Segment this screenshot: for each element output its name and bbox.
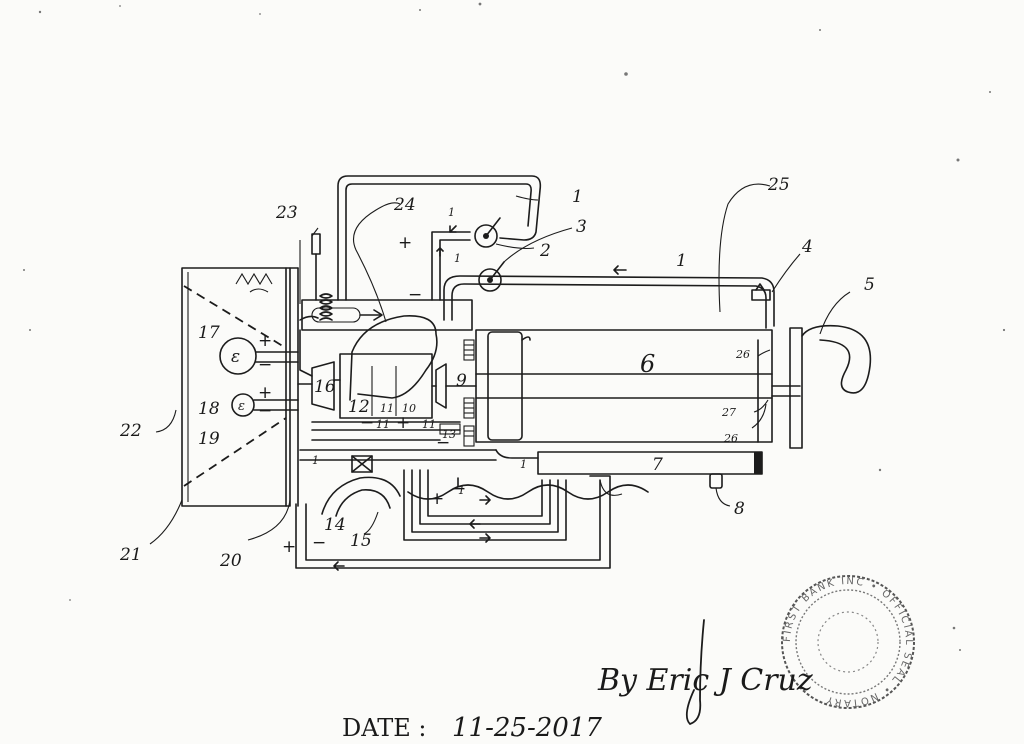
callout-14: 14 xyxy=(324,515,346,535)
component-16 xyxy=(297,361,341,411)
reference-numerals: 1 1 1 1 1 1 1 2 3 4 5 6 7 8 9 10 11 11 1… xyxy=(119,175,875,571)
plus-sign: + xyxy=(258,331,272,351)
reservoir-7 xyxy=(537,451,763,475)
signature: By Eric J Cruz xyxy=(597,663,813,698)
callout-20: 20 xyxy=(219,551,242,571)
exhaust-5 xyxy=(771,324,872,449)
valve-3 xyxy=(478,261,505,292)
plus-sign: + xyxy=(396,413,410,433)
component-13 xyxy=(439,423,461,435)
component-23 xyxy=(299,233,321,304)
callout-5: 5 xyxy=(864,275,875,295)
callout-1: 1 xyxy=(520,458,527,471)
callout-1: 1 xyxy=(454,252,461,265)
date-value: 11-25-2017 xyxy=(452,713,602,743)
callout-27: 27 xyxy=(721,406,736,419)
callout-25: 25 xyxy=(767,175,790,195)
flow-arrows xyxy=(333,225,627,571)
battery-17-symbol: ε xyxy=(231,347,240,367)
callout-11: 11 xyxy=(422,418,436,431)
callout-22: 22 xyxy=(119,421,142,441)
date-label: DATE : xyxy=(342,714,427,742)
component-4 xyxy=(751,283,771,301)
polarity-marks: + − + − + − − + − + − + − xyxy=(258,233,466,557)
minus-sign: − xyxy=(436,433,450,453)
callout-11: 11 xyxy=(380,402,394,415)
callout-1: 1 xyxy=(458,484,465,497)
callout-12: 12 xyxy=(348,397,370,417)
minus-sign: − xyxy=(258,401,272,421)
callout-16: 16 xyxy=(314,377,336,397)
callout-1: 1 xyxy=(448,206,455,219)
callout-15: 15 xyxy=(350,531,372,551)
coolant-loop-1 xyxy=(337,175,775,329)
callout-3: 3 xyxy=(576,217,587,237)
drain-8 xyxy=(709,473,723,489)
callout-13: 13 xyxy=(442,428,456,441)
lower-wiring xyxy=(295,421,649,569)
callout-21: 21 xyxy=(119,545,142,565)
minus-sign: − xyxy=(312,533,326,553)
callout-1: 1 xyxy=(312,454,319,467)
callout-4: 4 xyxy=(801,237,813,257)
callout-18: 18 xyxy=(198,399,220,419)
battery-18: ε xyxy=(231,393,299,417)
engine-block xyxy=(339,315,438,419)
callout-23: 23 xyxy=(275,203,298,223)
component-15 xyxy=(321,476,401,517)
intake-chamber xyxy=(301,299,473,331)
valve-2 xyxy=(474,217,501,248)
main-tank-6 xyxy=(475,329,773,443)
housing-22 xyxy=(181,267,299,507)
callout-19: 19 xyxy=(198,429,220,449)
callout-10: 10 xyxy=(402,402,416,415)
callout-8: 8 xyxy=(734,499,745,519)
plus-sign: + xyxy=(398,233,412,253)
battery-18-symbol: ε xyxy=(238,399,245,414)
plus-sign: + xyxy=(282,537,296,557)
component-9 xyxy=(431,363,477,409)
callout-1: 1 xyxy=(676,251,687,271)
callout-6: 6 xyxy=(640,350,655,378)
coil xyxy=(299,293,333,377)
battery-17: ε xyxy=(219,337,299,375)
callout-1: 1 xyxy=(572,187,583,207)
callout-26: 26 xyxy=(735,348,750,361)
callout-2: 2 xyxy=(539,241,551,261)
signature-block: By Eric J Cruz xyxy=(597,619,813,725)
minus-sign: − xyxy=(408,285,422,305)
date-block: DATE : 11-25-2017 xyxy=(342,713,602,743)
leader-lines xyxy=(149,183,851,545)
plus-sign: + xyxy=(430,489,444,509)
minus-sign: − xyxy=(258,355,272,375)
minus-sign: − xyxy=(360,413,374,433)
callout-17: 17 xyxy=(198,323,220,343)
scan-noise xyxy=(23,2,1006,651)
callout-26: 26 xyxy=(723,432,738,445)
minus-sign: − xyxy=(452,479,466,499)
callout-24: 24 xyxy=(393,195,416,215)
callout-7: 7 xyxy=(652,455,663,475)
terminal-stacks xyxy=(463,339,475,447)
component-14 xyxy=(351,455,373,473)
callout-11: 11 xyxy=(376,418,390,431)
plus-sign: + xyxy=(258,383,272,403)
callout-9: 9 xyxy=(456,371,467,391)
